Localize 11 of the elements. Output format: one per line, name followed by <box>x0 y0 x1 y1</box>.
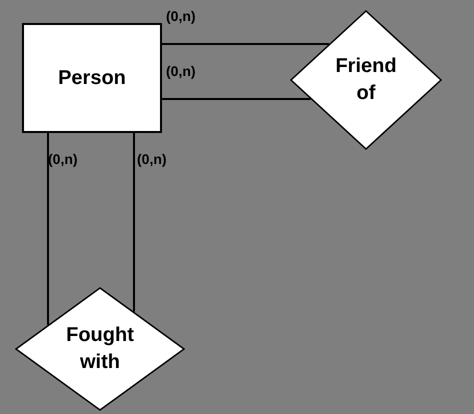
connector-line <box>133 133 135 312</box>
connector-line <box>162 43 330 45</box>
entity-name: Person <box>58 66 126 90</box>
cardinality-label: (0,n) <box>137 151 167 167</box>
connector-line <box>47 133 49 325</box>
relationship-name: Friend of <box>334 54 398 106</box>
connector-line <box>162 98 311 100</box>
cardinality-label: (0,n) <box>166 63 196 79</box>
relationship-name: Fought with <box>65 323 135 375</box>
cardinality-label: (0,n) <box>166 8 196 24</box>
cardinality-label: (0,n) <box>48 151 78 167</box>
